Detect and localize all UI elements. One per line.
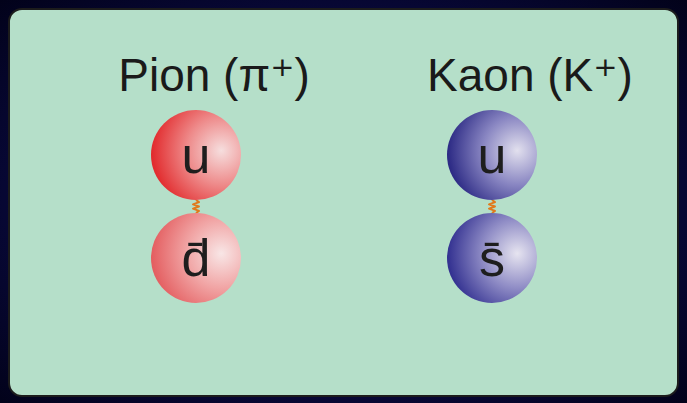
particle-heading: Kaon (K⁺) [427, 52, 633, 98]
quark-circle: s̄ [447, 213, 537, 303]
quark-circle: u [447, 110, 537, 200]
quark-label: s̄ [479, 232, 505, 284]
particle-heading: Pion (π⁺) [118, 52, 310, 98]
quark-label: u [478, 129, 507, 181]
quark-label: u [182, 129, 211, 181]
quark-circle: u [151, 110, 241, 200]
quark-label: d̄ [182, 232, 211, 284]
quark-circle: d̄ [151, 213, 241, 303]
gluon-line [193, 200, 199, 213]
gluon-line [489, 200, 495, 213]
